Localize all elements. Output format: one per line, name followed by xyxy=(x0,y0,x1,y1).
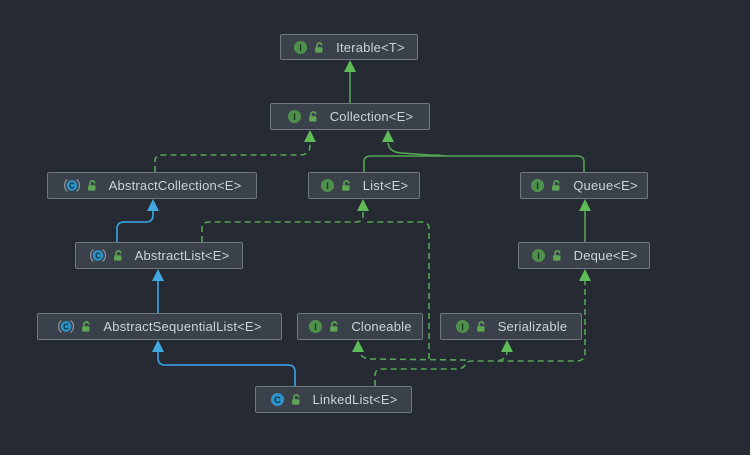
svg-text:C: C xyxy=(64,322,70,331)
svg-text:I: I xyxy=(315,322,318,332)
edge-linkedlist-extends-abstractsequentiallist xyxy=(152,340,296,386)
interface-icon: I xyxy=(308,319,323,334)
lock-icon xyxy=(475,320,488,333)
node-abstract-sequential-list[interactable]: C AbstractSequentialList<E> xyxy=(37,313,282,340)
lock-icon xyxy=(313,41,326,54)
lock-icon xyxy=(550,179,563,192)
node-collection[interactable]: I Collection<E> xyxy=(270,103,430,130)
edge-list-queue-collection-rail xyxy=(363,155,585,172)
node-label: Serializable xyxy=(497,319,568,334)
svg-text:C: C xyxy=(274,395,281,405)
edge-abstractsequentiallist-extends-abstractlist-arrowhead xyxy=(152,269,164,281)
node-label: LinkedList<E> xyxy=(312,392,398,407)
interface-icon: I xyxy=(455,319,470,334)
lock-icon xyxy=(551,249,564,262)
svg-text:I: I xyxy=(293,112,296,122)
edge-deque-extends-queue-arrowhead xyxy=(579,199,591,211)
edge-abstractlist-implements-list-arrowhead xyxy=(357,199,369,211)
node-iterable[interactable]: I Iterable<T> xyxy=(280,34,418,60)
interface-icon: I xyxy=(287,109,302,124)
edge-linkedlist-implements-serializable xyxy=(496,340,513,362)
edge-linkedlist-implements-list-trunk-line xyxy=(366,221,430,359)
abstract-class-icon: C xyxy=(89,248,107,263)
node-label: Collection<E> xyxy=(329,109,414,124)
edge-list-queue-extend-collection-line xyxy=(387,142,446,157)
lock-icon xyxy=(290,393,303,406)
node-linked-list[interactable]: C LinkedList<E> xyxy=(255,386,412,413)
svg-text:I: I xyxy=(326,181,329,191)
edge-linkedlist-extends-abstractsequentiallist-line xyxy=(157,348,296,386)
node-queue[interactable]: I Queue<E> xyxy=(520,172,648,199)
edge-abstractcollection-implements-collection-arrowhead xyxy=(304,130,316,142)
edge-linkedlist-implements-deque xyxy=(374,269,591,386)
lock-icon xyxy=(328,320,341,333)
edge-collection-extends-iterable-arrowhead xyxy=(344,60,356,72)
edge-abstractlist-extends-abstractcollection-line xyxy=(116,207,154,242)
class-icon: C xyxy=(270,392,285,407)
edge-abstractlist-implements-list-line xyxy=(201,212,364,242)
edge-abstractsequentiallist-extends-abstractlist xyxy=(152,269,164,313)
edge-linkedlist-implements-serializable-arrowhead xyxy=(501,340,513,352)
edge-collection-extends-iterable xyxy=(344,60,356,103)
svg-text:I: I xyxy=(299,42,302,52)
svg-text:I: I xyxy=(536,181,539,191)
lock-icon xyxy=(307,110,320,123)
node-abstract-collection[interactable]: C AbstractCollection<E> xyxy=(47,172,257,199)
node-serializable[interactable]: I Serializable xyxy=(440,313,582,340)
node-label: AbstractList<E> xyxy=(134,248,230,263)
node-label: AbstractCollection<E> xyxy=(108,178,242,193)
node-deque[interactable]: I Deque<E> xyxy=(518,242,650,269)
node-label: Iterable<T> xyxy=(336,39,405,55)
edge-abstractlist-implements-list xyxy=(201,199,369,242)
node-label: Cloneable xyxy=(351,319,412,334)
node-list[interactable]: I List<E> xyxy=(308,172,420,199)
edge-abstractcollection-implements-collection-line xyxy=(154,143,311,172)
edge-abstractlist-extends-abstractcollection xyxy=(116,199,159,242)
svg-text:I: I xyxy=(461,322,464,332)
edge-abstractcollection-implements-collection xyxy=(154,130,316,172)
interface-icon: I xyxy=(530,178,545,193)
node-label: Deque<E> xyxy=(573,248,638,263)
edge-linkedlist-implements-deque-line xyxy=(374,278,586,386)
lock-icon xyxy=(112,249,125,262)
svg-text:I: I xyxy=(537,251,540,261)
lock-icon xyxy=(86,179,99,192)
edge-linkedlist-implements-cloneable-line xyxy=(357,348,467,361)
abstract-class-icon: C xyxy=(57,319,75,334)
abstract-class-icon: C xyxy=(63,178,81,193)
edge-linkedlist-implements-serializable-line xyxy=(496,349,508,362)
edge-linkedlist-extends-abstractsequentiallist-arrowhead xyxy=(152,340,164,352)
node-label: AbstractSequentialList<E> xyxy=(103,319,262,334)
edge-linkedlist-implements-cloneable-arrowhead xyxy=(352,340,364,352)
interface-icon: I xyxy=(320,178,335,193)
edge-abstractlist-extends-abstractcollection-arrowhead xyxy=(147,199,159,211)
edge-linkedlist-implements-deque-arrowhead xyxy=(579,269,591,281)
edge-linkedlist-implements-list-trunk xyxy=(366,221,430,359)
lock-icon xyxy=(80,320,93,333)
node-label: List<E> xyxy=(362,178,409,193)
node-label: Queue<E> xyxy=(573,178,638,193)
edge-deque-extends-queue xyxy=(579,199,591,242)
edge-list-queue-collection-rail-line xyxy=(363,155,585,172)
node-abstract-list[interactable]: C AbstractList<E> xyxy=(75,242,243,269)
svg-text:C: C xyxy=(95,251,101,260)
interface-icon: I xyxy=(293,40,308,55)
interface-icon: I xyxy=(531,248,546,263)
svg-text:C: C xyxy=(69,181,75,190)
edge-linkedlist-implements-cloneable xyxy=(352,340,467,361)
edge-list-queue-extend-collection-arrowhead xyxy=(382,130,394,142)
node-cloneable[interactable]: I Cloneable xyxy=(297,313,423,340)
edge-list-queue-extend-collection xyxy=(382,130,446,157)
lock-icon xyxy=(340,179,353,192)
